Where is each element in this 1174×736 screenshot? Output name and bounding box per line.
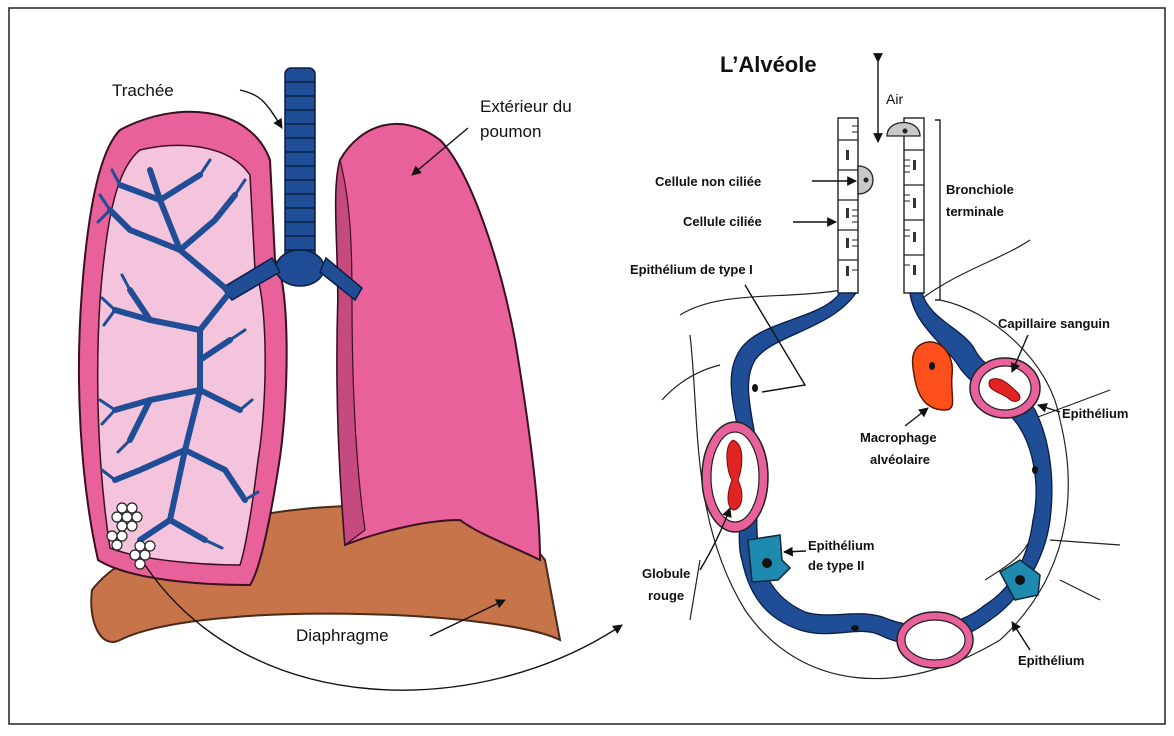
nonciliated-label: Cellule non ciliée — [655, 174, 761, 189]
epithelium-bottom-label: Epithélium — [1018, 653, 1084, 668]
capillary-label: Capillaire sanguin — [998, 316, 1110, 331]
type2-leader — [784, 551, 806, 552]
epithelium-right-label: Epithélium — [1062, 406, 1128, 421]
macrophage-label-line1: Macrophage — [860, 430, 937, 445]
outer-lung-label-line2: poumon — [480, 122, 541, 141]
red-blood-cell — [727, 440, 742, 510]
macrophage-label-line2: alvéolaire — [870, 452, 930, 467]
type2-nucleus-left — [762, 558, 772, 568]
macrophage-nucleus — [929, 362, 935, 370]
alveolus-title: L’Alvéole — [720, 52, 817, 77]
rbc-label-line2: rouge — [648, 588, 684, 603]
bronchiole-label-line1: Bronchiole — [946, 182, 1014, 197]
bronchiole-label-line2: terminale — [946, 204, 1004, 219]
type2-label-line2: de type II — [808, 558, 864, 573]
type2-nucleus-right — [1015, 575, 1025, 585]
capillary-bottom-lumen — [905, 620, 965, 660]
left-lung-cut-surface — [98, 145, 265, 565]
air-label: Air — [886, 91, 903, 107]
nonciliated-nucleus-top — [903, 129, 908, 134]
rbc-label-line1: Globule — [642, 566, 690, 581]
outer-lung-label-line1: Extérieur du — [480, 97, 572, 116]
type2-label-line1: Epithélium — [808, 538, 874, 553]
trachea-label: Trachée — [112, 81, 174, 100]
nonciliated-nucleus — [864, 178, 869, 183]
ciliated-label: Cellule ciliée — [683, 214, 762, 229]
diaphragm-label: Diaphragme — [296, 626, 389, 645]
type1-label: Epithélium de type I — [630, 262, 753, 277]
